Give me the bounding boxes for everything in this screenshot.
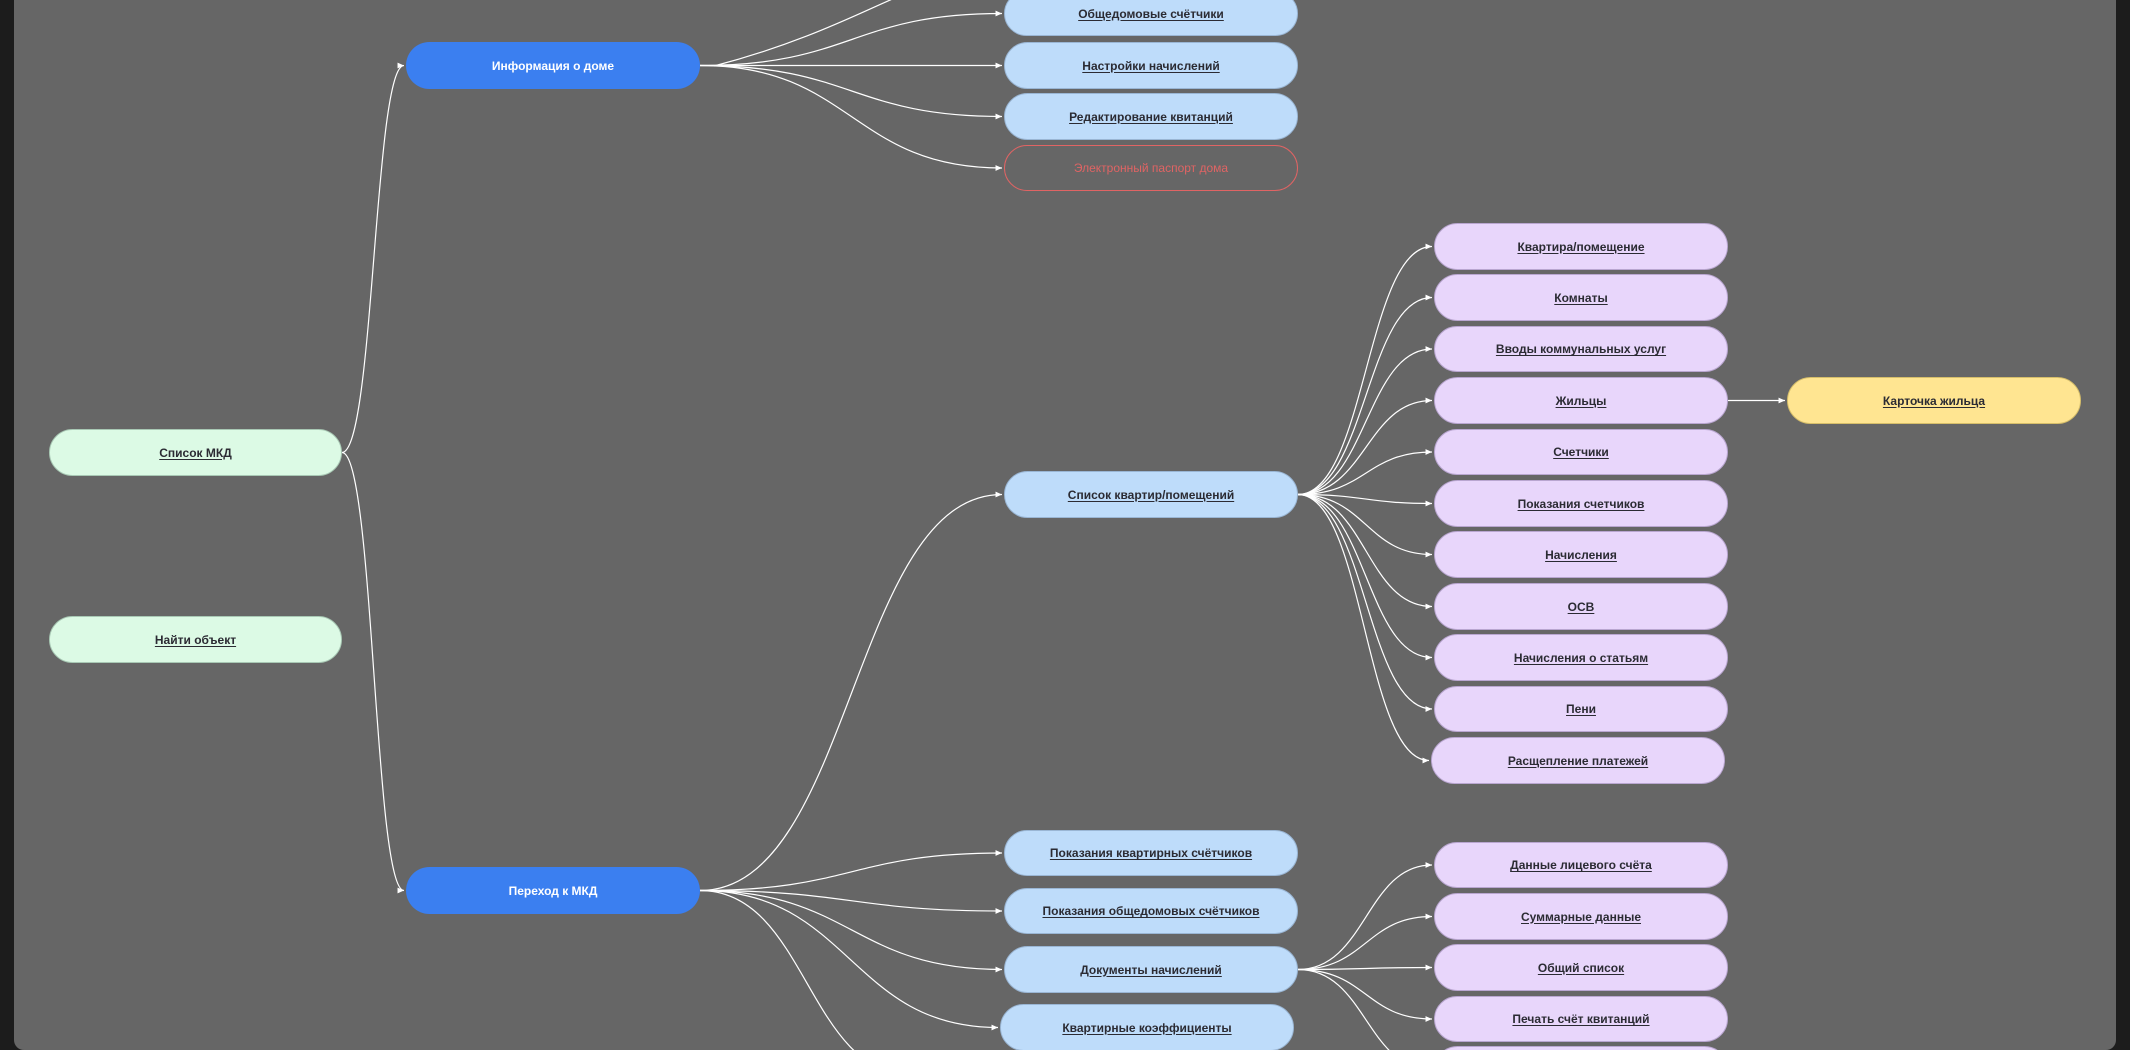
node-nachisleniya[interactable]: Начисления [1434, 531, 1728, 578]
connector-spisok_kvartir-pokazaniya_schetchikov [1297, 493, 1433, 507]
connector-perehod_k_mkd-__offscreen [699, 889, 855, 1050]
node-kvartirnye-koefficienty[interactable]: Квартирные коэффициенты [1000, 1004, 1294, 1050]
diagram-canvas: Список МКД Найти объект Информация о дом… [14, 0, 2116, 1050]
node-summarnye-dannye[interactable]: Суммарные данные [1434, 893, 1728, 940]
node-spisok-mkd[interactable]: Список МКД [49, 429, 342, 476]
connector-spisok_kvartir-vvody_kommunalnyh [1297, 346, 1433, 496]
node-pokazaniya-schetchikov[interactable]: Показания счетчиков [1434, 480, 1728, 527]
node-nayti-obekt[interactable]: Найти объект [49, 616, 342, 663]
node-spisok-kvartir[interactable]: Список квартир/помещений [1004, 471, 1298, 518]
node-info-o-dome[interactable]: Информация о доме [406, 42, 700, 89]
connector-spisok_kvartir-kvartira_pomeshchenie [1297, 243, 1433, 496]
connector-dokumenty_nachisleniy-extra_hidden [1297, 968, 1390, 1050]
node-zhiltsy[interactable]: Жильцы [1434, 377, 1728, 424]
node-pokazaniya-obshchedomovyh[interactable]: Показания общедомовых счётчиков [1004, 888, 1298, 934]
node-obshchiy-spisok[interactable]: Общий список [1434, 944, 1728, 991]
node-kartochka-zhiltsa[interactable]: Карточка жильца [1787, 377, 2081, 424]
node-redaktirovanie-kvitanciy[interactable]: Редактирование квитанций [1004, 93, 1298, 140]
node-pechat-schet-kvitanciy[interactable]: Печать счёт квитанций [1434, 996, 1728, 1042]
node-offscreen-partial[interactable] [1434, 1046, 1728, 1050]
connector-perehod_k_mkd-pokazaniya_obshchedomovyh [699, 889, 1003, 914]
node-nastroyki-nachisleniy[interactable]: Настройки начислений [1004, 42, 1298, 89]
node-dannye-licevogo-scheta[interactable]: Данные лицевого счёта [1434, 842, 1728, 888]
node-obshchedomovye-schetchiki[interactable]: Общедомовые счётчики [1004, 0, 1298, 36]
connector-dokumenty_nachisleniy-obshchiy_spisok [1297, 964, 1433, 971]
node-pokazaniya-kvartirnyh[interactable]: Показания квартирных счётчиков [1004, 830, 1298, 876]
node-perehod-k-mkd[interactable]: Переход к МКД [406, 867, 700, 914]
connector-dokumenty_nachisleniy-pechat_schet_kvitanciy [1297, 968, 1433, 1022]
connector-spisok_kvartir-peni [1297, 493, 1433, 712]
node-komnaty[interactable]: Комнаты [1434, 274, 1728, 321]
connector-perehod_k_mkd-dokumenty_nachisleniy [699, 889, 1003, 973]
node-peni[interactable]: Пени [1434, 686, 1728, 732]
connector-info_o_dome-elektronnyy_pasport [699, 64, 1003, 171]
node-kvartira-pomeshchenie[interactable]: Квартира/помещение [1434, 223, 1728, 270]
node-rasshcheplenie-platezhey[interactable]: Расщепление платежей [1431, 737, 1725, 784]
connector-info_o_dome-obshchedomovye_schetchiki [699, 10, 1003, 67]
connector-perehod_k_mkd-pokazaniya_kvartirnyh [699, 850, 1003, 892]
node-nachisleniya-po-statyam[interactable]: Начисления о статьям [1434, 634, 1728, 681]
connector-offscreen-top [713, 0, 892, 67]
node-schetchiki[interactable]: Счетчики [1434, 429, 1728, 475]
node-osv[interactable]: ОСВ [1434, 583, 1728, 630]
connector-spisok_kvartir-rasshcheplenie_platezhey [1297, 493, 1430, 764]
connector-dokumenty_nachisleniy-summarnye_dannye [1297, 913, 1433, 971]
connector-spisok_kvartir-zhiltsy [1297, 397, 1433, 496]
connector-spisok_kvartir-schetchiki [1297, 449, 1433, 496]
connector-spisok_kvartir-nachisleniya_po_statyam [1297, 493, 1433, 661]
node-vvody-kommunalnyh[interactable]: Вводы коммунальных услуг [1434, 326, 1728, 372]
connector-info_o_dome-redaktirovanie_kvitanciy [699, 64, 1003, 120]
connector-spisok_kvartir-komnaty [1297, 294, 1433, 496]
connector-spisok_mkd-info_o_dome [341, 62, 405, 454]
connector-layer [341, 0, 1785, 1050]
connector-dokumenty_nachisleniy-dannye_licevogo_scheta [1297, 862, 1433, 971]
connector-spisok_kvartir-nachisleniya [1297, 493, 1433, 558]
node-dokumenty-nachisleniy[interactable]: Документы начислений [1004, 946, 1298, 993]
connector-perehod_k_mkd-kvartirnye_koefficienty [699, 889, 999, 1031]
connector-spisok_mkd-perehod_k_mkd [341, 451, 405, 894]
node-elektronnyy-pasport[interactable]: Электронный паспорт дома [1004, 145, 1298, 191]
connector-spisok_kvartir-osv [1297, 493, 1433, 610]
connector-perehod_k_mkd-spisok_kvartir [699, 491, 1003, 892]
